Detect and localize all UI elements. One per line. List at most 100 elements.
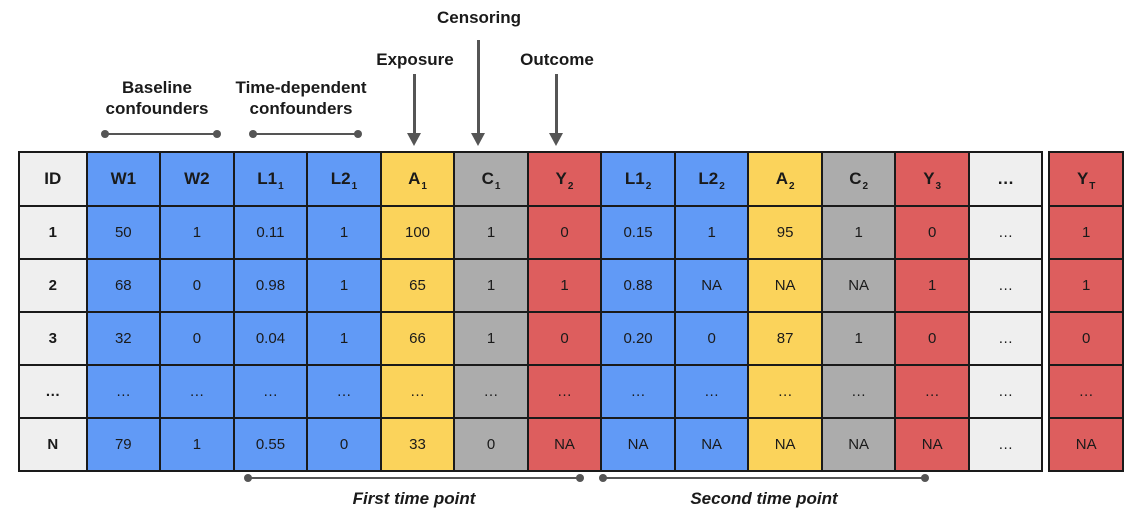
- cell-id-row-2: 2: [18, 258, 88, 313]
- cell-l2-2-row-1: 1: [673, 205, 750, 260]
- column-header-w2: W2: [159, 151, 235, 207]
- column-header-subscript: 1: [421, 181, 427, 192]
- cell-c-2-row-4: …: [820, 364, 897, 419]
- cell-w2-row-5: 1: [159, 417, 235, 472]
- cell-c-1-row-4: …: [453, 364, 529, 419]
- cell-l1-1-row-1: 0.11: [232, 205, 309, 260]
- cell-w1-row-2: 68: [85, 258, 162, 313]
- cell-w1-row-5: 79: [85, 417, 162, 472]
- cell-y-2-row-3: 0: [526, 311, 603, 366]
- cell-c-1-row-5: 0: [453, 417, 529, 472]
- cell-w2-row-4: …: [159, 364, 235, 419]
- column-gap: [1042, 152, 1050, 206]
- time-dependent-confounders-line2: confounders: [249, 99, 353, 118]
- cell-ellipsis-row-4: …: [967, 364, 1044, 419]
- column-header-subscript: 3: [935, 181, 942, 192]
- cell-c-2-row-5: NA: [820, 417, 897, 472]
- bracket-endpoint-dot: [101, 130, 109, 138]
- column-header-a-2: A2: [747, 151, 823, 207]
- cell-w2-row-2: 0: [159, 258, 235, 313]
- cell-l2-2-row-3: 0: [673, 311, 750, 366]
- time-dependent-confounders-line1: Time-dependent: [235, 78, 367, 97]
- second-time-point-label: Second time point: [690, 489, 838, 508]
- cell-l2-1-row-3: 1: [306, 311, 382, 366]
- cell-l2-2-row-5: NA: [673, 417, 750, 472]
- outcome-label: Outcome: [520, 50, 594, 69]
- cell-l1-1-row-4: …: [232, 364, 309, 419]
- exposure-arrow: [407, 74, 421, 146]
- column-header-label: Y: [1076, 169, 1089, 188]
- column-header-c-1: C1: [453, 151, 529, 207]
- column-header-label: W2: [184, 169, 210, 188]
- table-row-4: ………………………………………: [18, 364, 1124, 419]
- column-gap: [1042, 312, 1050, 365]
- cell-w1-row-4: …: [85, 364, 162, 419]
- cell-w1-row-1: 50: [85, 205, 162, 260]
- baseline-confounders-bracket: [101, 130, 221, 138]
- cell-a-2-row-5: NA: [747, 417, 823, 472]
- cell-y-3-row-4: …: [894, 364, 970, 419]
- column-header-l2-1: L21: [306, 151, 382, 207]
- column-header-label: A: [775, 169, 788, 188]
- bracket-endpoint-dot: [249, 130, 257, 138]
- cell-y-2-row-1: 0: [526, 205, 603, 260]
- cell-y-t-row-5: NA: [1048, 417, 1124, 472]
- cell-a-2-row-1: 95: [747, 205, 823, 260]
- arrow-down-icon: [471, 133, 485, 146]
- cell-y-3-row-2: 1: [894, 258, 970, 313]
- second-time-point-bracket: [599, 474, 929, 482]
- cell-a-2-row-3: 87: [747, 311, 823, 366]
- cell-l1-2-row-4: …: [600, 364, 676, 419]
- column-header-label: A: [408, 169, 421, 188]
- bracket-line: [255, 133, 356, 135]
- column-header-a-1: A1: [379, 151, 456, 207]
- column-header-label: …: [997, 169, 1015, 188]
- cell-l1-2-row-3: 0.20: [600, 311, 676, 366]
- column-header-subscript: 1: [494, 181, 501, 192]
- column-header-subscript: 2: [645, 181, 652, 192]
- cell-w2-row-3: 0: [159, 311, 235, 366]
- baseline-confounders-label: Baseline confounders: [106, 77, 209, 119]
- column-header-subscript: 1: [351, 181, 358, 192]
- column-header-label: W1: [110, 169, 137, 188]
- column-header-label: Y: [555, 169, 567, 188]
- first-time-point-bracket: [244, 474, 584, 482]
- cell-y-2-row-2: 1: [526, 258, 603, 313]
- cell-id-row-4: …: [18, 364, 88, 419]
- baseline-confounders-line2: confounders: [105, 99, 209, 118]
- cell-y-t-row-4: …: [1048, 364, 1124, 419]
- column-header-label: C: [849, 169, 862, 188]
- bracket-endpoint-dot: [576, 474, 584, 482]
- arrow-line: [554, 74, 558, 133]
- cell-l1-1-row-5: 0.55: [232, 417, 309, 472]
- cell-a-1-row-5: 33: [379, 417, 456, 472]
- column-header-l1-1: L11: [232, 151, 309, 207]
- cell-l2-2-row-4: …: [673, 364, 750, 419]
- cell-ellipsis-row-2: …: [967, 258, 1044, 313]
- cell-id-row-5: N: [18, 417, 88, 472]
- bracket-line: [107, 133, 215, 135]
- cell-l1-2-row-5: NA: [600, 417, 676, 472]
- cell-ellipsis-row-3: …: [967, 311, 1044, 366]
- cell-y-2-row-5: NA: [526, 417, 603, 472]
- column-header-subscript: 1: [278, 181, 284, 192]
- cell-y-t-row-3: 0: [1048, 311, 1124, 366]
- cell-l1-2-row-2: 0.88: [600, 258, 676, 313]
- column-header-subscript: 2: [862, 181, 869, 192]
- column-header-ellipsis: …: [967, 151, 1044, 207]
- cell-y-2-row-4: …: [526, 364, 603, 419]
- column-header-label: Y: [923, 169, 935, 188]
- cell-l2-2-row-2: NA: [673, 258, 750, 313]
- cell-a-1-row-4: …: [379, 364, 456, 419]
- column-header-id: ID: [18, 151, 88, 207]
- cell-id-row-1: 1: [18, 205, 88, 260]
- cell-a-1-row-1: 100: [379, 205, 456, 260]
- censoring-label: Censoring: [436, 8, 522, 27]
- censoring-arrow: [471, 40, 485, 146]
- column-header-y-3: Y3: [894, 151, 970, 207]
- cell-c-1-row-3: 1: [453, 311, 529, 366]
